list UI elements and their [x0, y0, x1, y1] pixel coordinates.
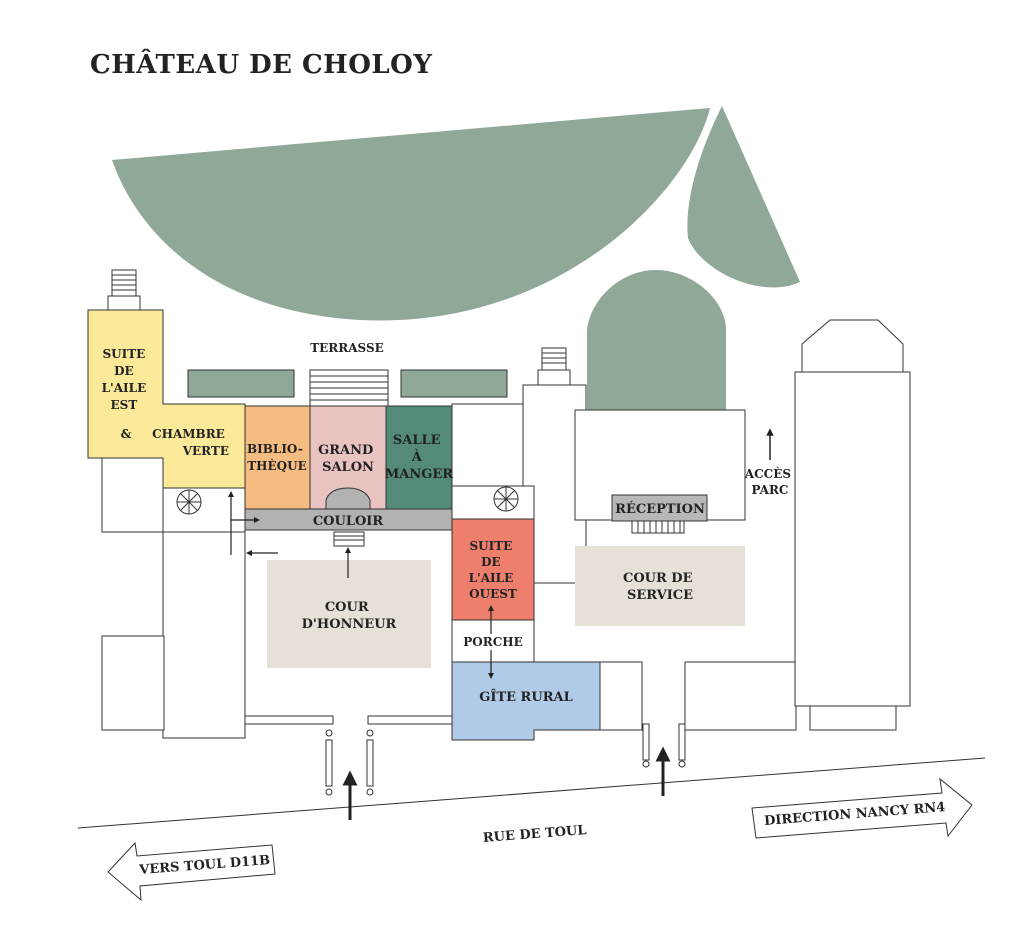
terrace [187, 369, 508, 407]
tall-barn [794, 371, 911, 707]
stair-hall-west [451, 485, 535, 520]
reception-steps [631, 520, 685, 534]
couloir-steps [333, 531, 365, 547]
park-areas [112, 106, 800, 410]
courtyards [267, 546, 745, 668]
suite-ouest-label: SUITE DE L'AILE OUEST [469, 539, 518, 601]
gate-post [366, 739, 374, 787]
reception-room [611, 494, 708, 522]
bibliotheque-room [244, 405, 311, 510]
gite-rural-room [451, 661, 601, 741]
gite-rural-label: GÎTE RURAL [479, 689, 572, 705]
arrows [228, 428, 774, 820]
porche-label: PORCHE [463, 635, 522, 649]
east-wing-tower [162, 531, 246, 739]
garage-building [684, 661, 797, 731]
salle-a-manger-label: SALLE À MANGER [385, 433, 453, 482]
rooms [87, 309, 708, 741]
spiral-staircase-west-icon [493, 486, 519, 512]
terrace-stairs [309, 369, 389, 407]
vers-toul-sign [107, 841, 276, 902]
north-west-stair [537, 347, 571, 386]
stair-hall-east [162, 487, 246, 533]
rue-de-toul-road [77, 757, 986, 829]
reception-label: RÉCEPTION [615, 501, 705, 517]
direction-nancy-sign [751, 777, 973, 839]
suite-est-label: SUITE DE L'AILE EST & [102, 347, 151, 441]
grand-salon-label: GRAND SALON [318, 443, 378, 475]
park-large [112, 108, 710, 321]
cour-honneur-label: COUR D'HONNEUR [302, 600, 397, 632]
north-east-stair [107, 269, 141, 311]
east-outbuilding [101, 635, 165, 731]
rue-de-toul-label: RUE DE TOUL [482, 823, 587, 846]
east-wing-lower [101, 457, 165, 533]
terrasse-label: TERRASSE [310, 341, 384, 355]
cour-service-label: COUR DE SERVICE [623, 571, 697, 603]
stair-blocks [107, 269, 685, 547]
bibliotheque-label: BIBLIO- THÈQUE [247, 442, 307, 473]
planter-left [187, 369, 295, 398]
barn-roof [801, 319, 904, 373]
spiral-staircase-east-icon [176, 489, 202, 515]
chambre-verte-label: CHAMBRE VERTE [152, 427, 229, 458]
park-small [687, 106, 800, 288]
gate-post [325, 739, 333, 787]
park-garden [587, 270, 726, 410]
cour-honneur-area [267, 560, 431, 668]
acces-parc-label: ACCÈS PARC [744, 466, 795, 497]
suite-aile-ouest-room [451, 518, 535, 621]
couloir-label: COULOIR [313, 514, 384, 529]
map-title: CHÂTEAU DE CHOLOY [90, 50, 433, 80]
gate-posts [325, 723, 686, 796]
gate-post [642, 723, 650, 761]
grand-salon-alcove [325, 487, 371, 510]
gate-wall-right [367, 715, 453, 725]
cour-service-area [575, 546, 745, 626]
barn-base [809, 705, 897, 731]
gate-wall-left [244, 715, 334, 725]
gate-post [678, 723, 686, 761]
planter-right [400, 369, 508, 398]
porche-room [451, 619, 535, 663]
west-outbuilding [599, 661, 643, 731]
